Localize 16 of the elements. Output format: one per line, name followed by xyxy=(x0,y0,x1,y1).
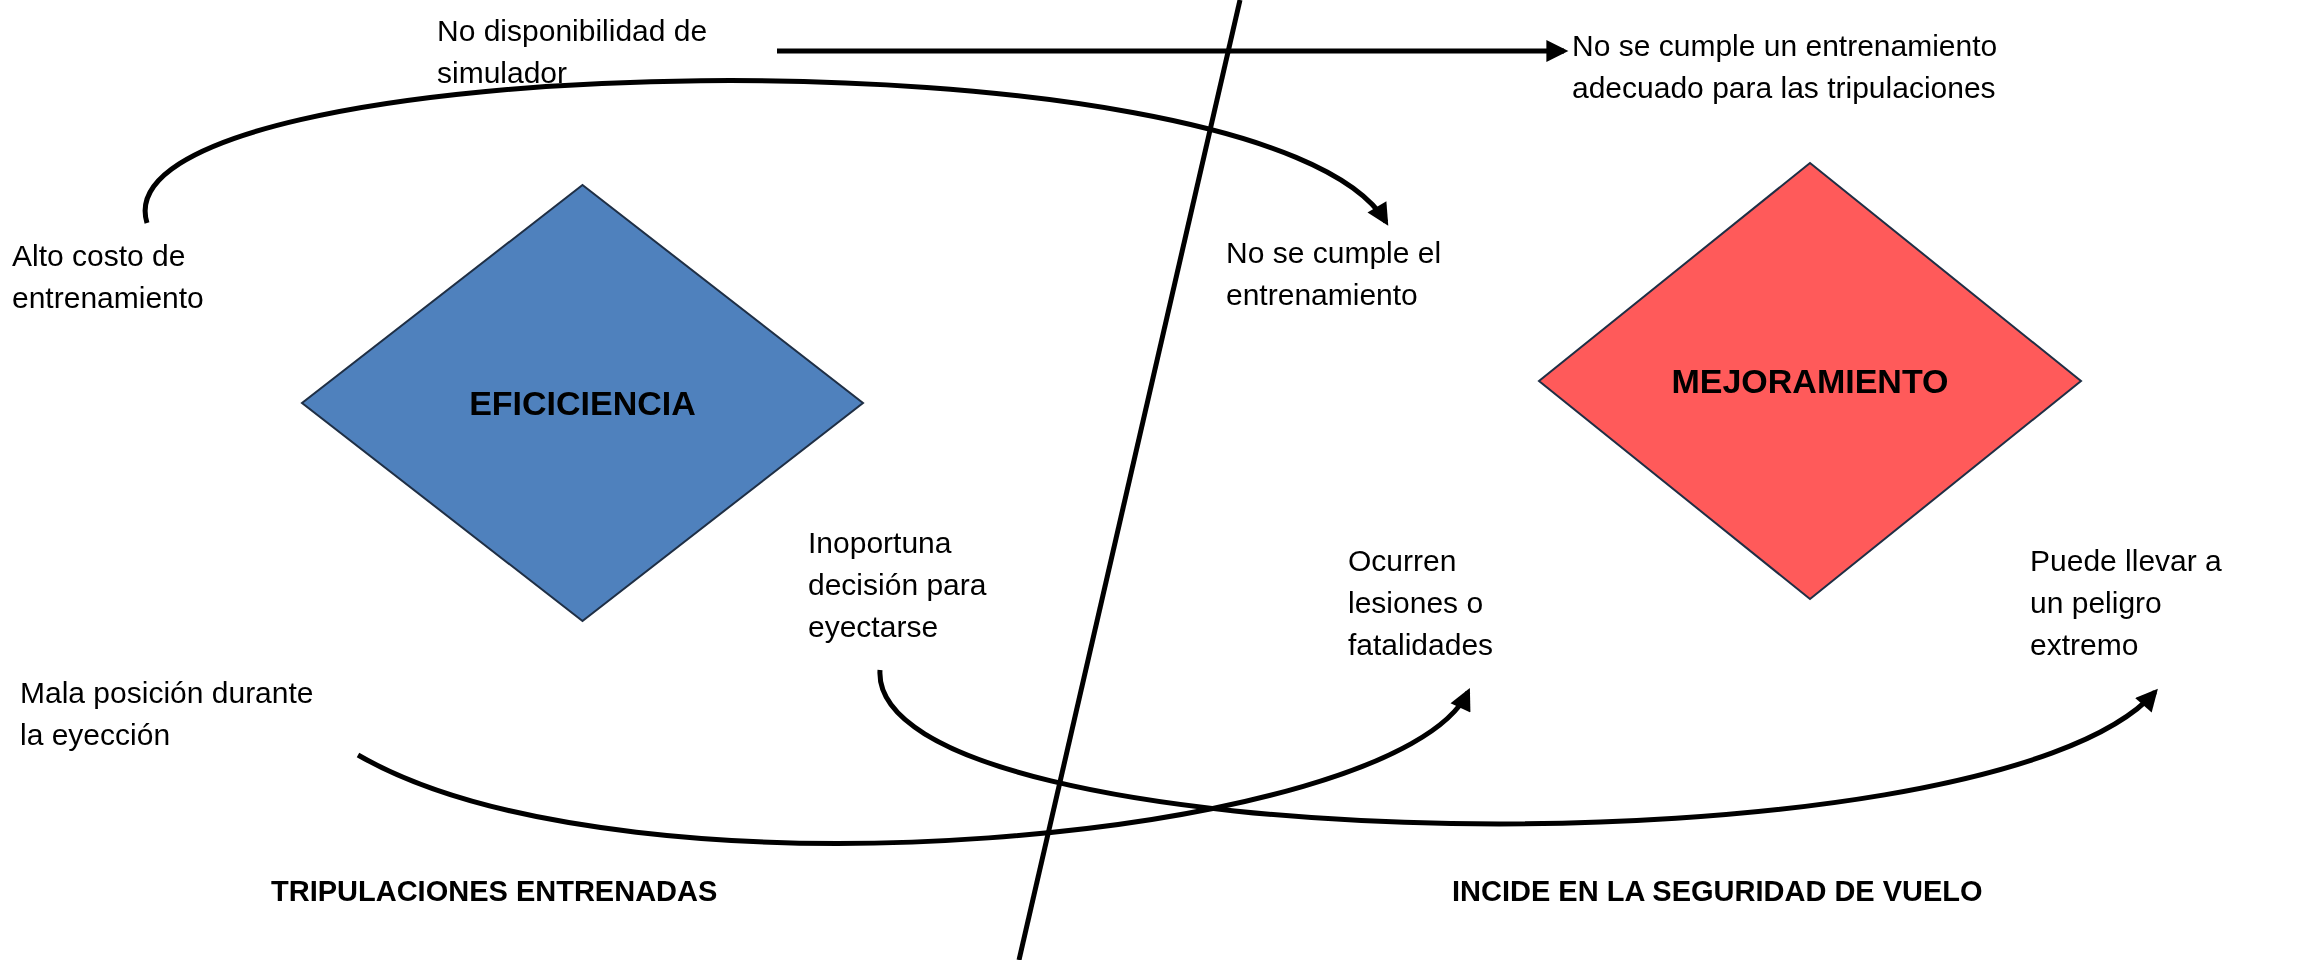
node-text: No se cumple el entrenamiento xyxy=(1226,235,1443,313)
node-text: Ocurren lesiones o fatalidades xyxy=(1348,543,1495,663)
diamond-label: EFICICIENCIA xyxy=(469,382,696,424)
node-text: Alto costo de entrenamiento xyxy=(12,238,205,316)
diamond-label: MEJORAMIENTO xyxy=(1671,360,1949,402)
arrow xyxy=(877,669,2159,826)
node-text: No disponibilidad de simulador xyxy=(437,13,709,91)
arrow xyxy=(777,40,1569,62)
node-text: Puede llevar a un peligro extremo xyxy=(2030,543,2223,663)
node-text: No se cumple un entrenamiento adecuado para las tripulaciones xyxy=(1572,28,1999,106)
node-text: Inoportuna decisión para eyectarse xyxy=(808,525,988,645)
node-text: Mala posición durante la eyección xyxy=(20,675,315,753)
arrow xyxy=(144,78,1390,225)
section-heading: INCIDE EN LA SEGURIDAD DE VUELO xyxy=(1452,874,1983,909)
arrow xyxy=(357,688,1471,846)
section-heading: TRIPULACIONES ENTRENADAS xyxy=(271,874,718,909)
